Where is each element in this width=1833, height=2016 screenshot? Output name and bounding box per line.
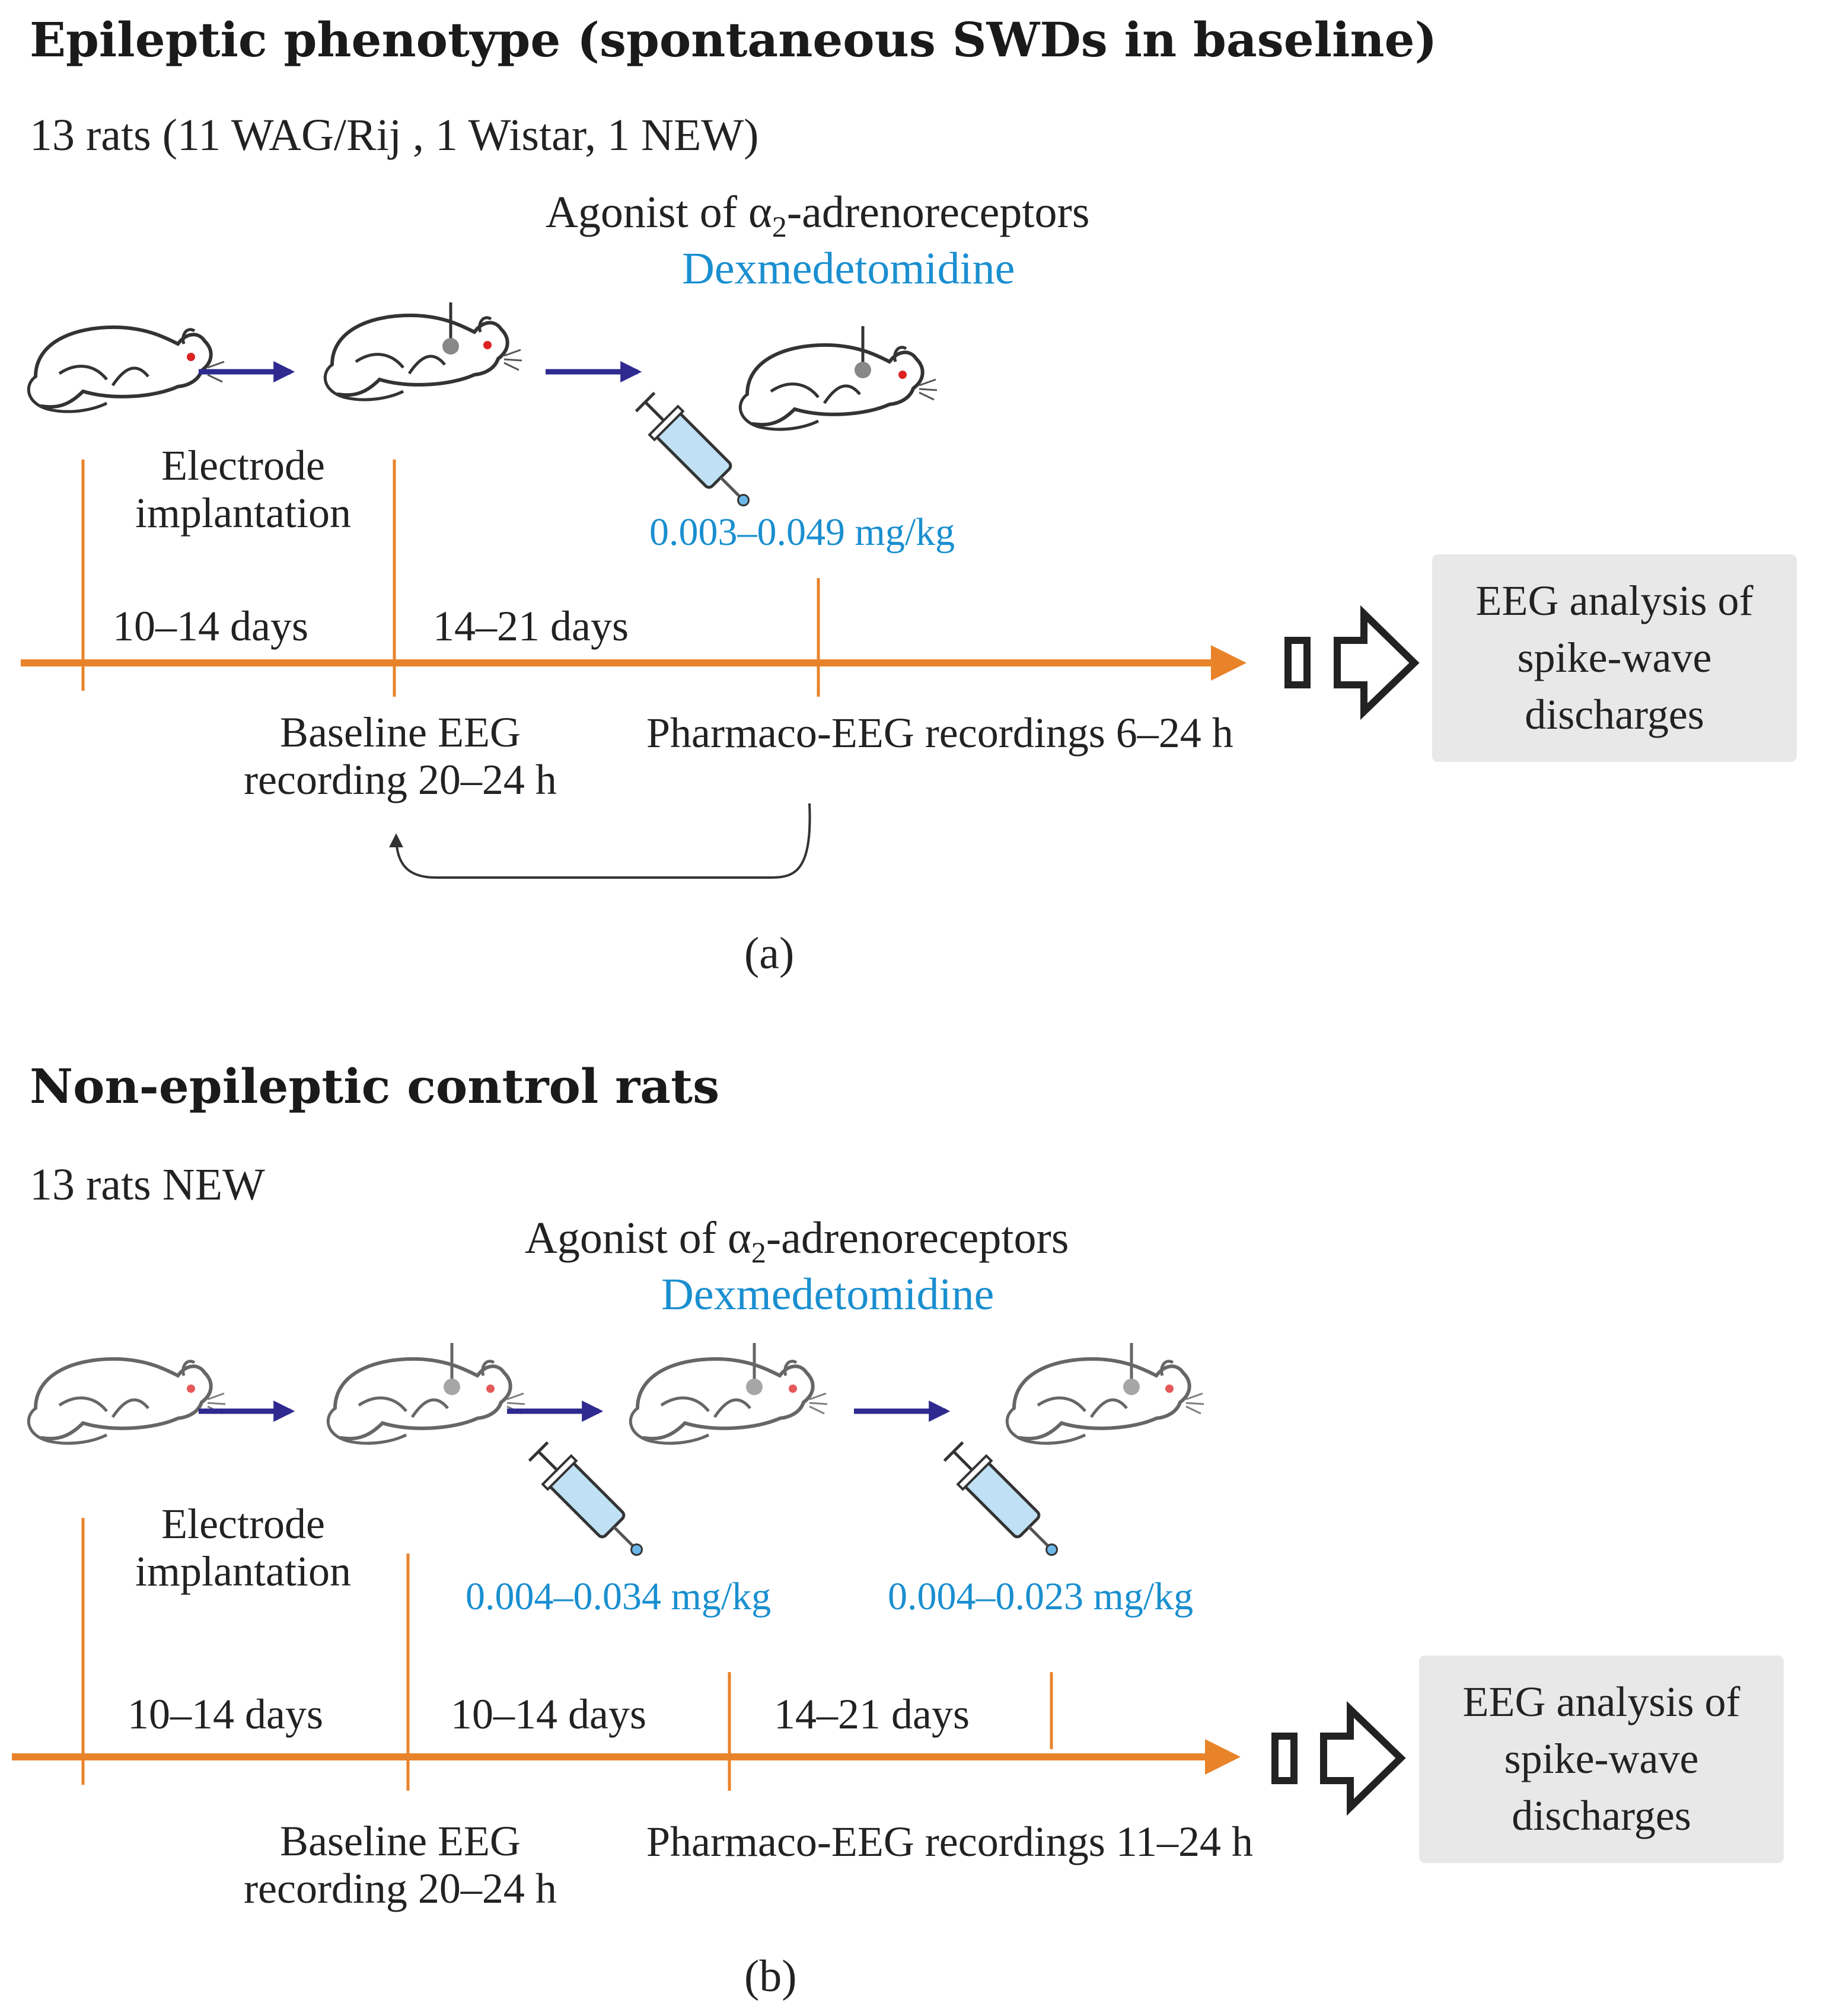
hollow-arrow-icon (1284, 605, 1420, 720)
syringe-icon (631, 388, 761, 518)
electrode-implantation-label: Electrode implantation (135, 1500, 351, 1595)
eeg-analysis-box: EEG analysis of spike-wave discharges (1432, 554, 1797, 762)
dose-label: 0.004–0.023 mg/kg (888, 1575, 1194, 1618)
rat-with-electrode-icon (1007, 1343, 1204, 1443)
repeat-arrow (389, 803, 811, 879)
panel-b-title: Non-epileptic control rats (30, 1058, 720, 1114)
hollow-arrow-icon (1271, 1701, 1406, 1816)
eeg-analysis-box: EEG analysis of spike-wave discharges (1419, 1655, 1784, 1863)
rat-icon (28, 1359, 225, 1443)
pharmaco-eeg-label: Pharmaco-EEG recordings 11–24 h (646, 1818, 1254, 1865)
panel-a-title: Epileptic phenotype (spontaneous SWDs in… (30, 12, 1437, 68)
drug-name: Dexmedetomidine (661, 1269, 994, 1319)
syringe-icon (524, 1437, 655, 1568)
rat-icon (28, 327, 225, 412)
panel-a-caption: (a) (744, 929, 795, 978)
panel-b-subtitle: 13 rats NEW (30, 1160, 265, 1210)
interval-label: 14–21 days (433, 602, 629, 650)
baseline-eeg-label: Baseline EEG recording 20–24 h (244, 1817, 557, 1912)
interval-label: 14–21 days (774, 1690, 970, 1738)
baseline-eeg-label: Baseline EEG recording 20–24 h (244, 709, 557, 803)
panel-b-caption: (b) (744, 1951, 797, 2001)
agonist-label: Agonist of α2-adrenoreceptors (546, 187, 1090, 244)
dose-label: 0.004–0.034 mg/kg (466, 1575, 772, 1618)
syringe-icon (939, 1437, 1070, 1568)
interval-label: 10–14 days (451, 1690, 646, 1738)
interval-label: 10–14 days (113, 602, 308, 650)
electrode-implantation-label: Electrode implantation (135, 442, 351, 537)
pharmaco-eeg-label: Pharmaco-EEG recordings 6–24 h (646, 709, 1233, 757)
dose-label: 0.003–0.049 mg/kg (649, 511, 955, 554)
panel-a-subtitle: 13 rats (11 WAG/Rij , 1 Wistar, 1 NEW) (30, 110, 759, 160)
rat-with-electrode-icon (328, 1343, 525, 1443)
rat-with-electrode-icon (740, 326, 937, 429)
drug-name: Dexmedetomidine (682, 244, 1015, 294)
interval-label: 10–14 days (127, 1690, 323, 1738)
rat-with-electrode-icon (325, 302, 522, 400)
rat-with-electrode-icon (630, 1343, 827, 1443)
agonist-label: Agonist of α2-adrenoreceptors (525, 1213, 1069, 1269)
